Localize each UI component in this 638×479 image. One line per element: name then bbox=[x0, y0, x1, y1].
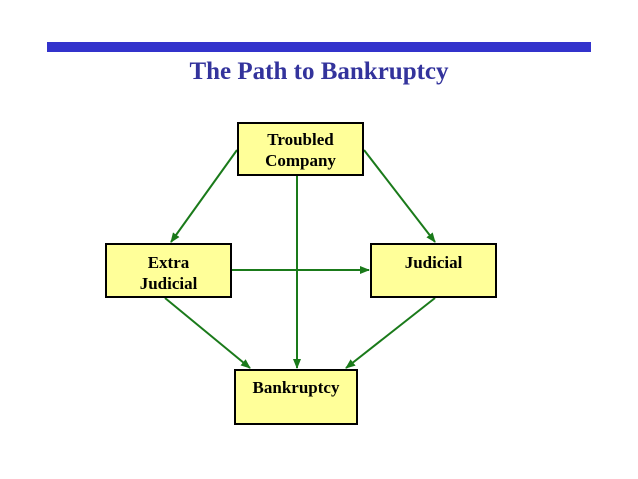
node-troubled-company: Troubled Company bbox=[237, 122, 364, 176]
edge-extra-judicial-to-bankruptcy bbox=[164, 297, 251, 369]
node-extra-judicial: Extra Judicial bbox=[105, 243, 232, 298]
node-judicial: Judicial bbox=[370, 243, 497, 298]
node-bankruptcy: Bankruptcy bbox=[234, 369, 358, 425]
edge-judicial-to-bankruptcy bbox=[345, 297, 436, 369]
node-bankruptcy-label: Bankruptcy bbox=[252, 378, 340, 397]
edge-troubled-to-extra-judicial bbox=[170, 149, 238, 243]
page-title: The Path to Bankruptcy bbox=[189, 58, 449, 85]
node-extra-judicial-label: Extra Judicial bbox=[139, 253, 198, 293]
node-troubled-company-label: Troubled Company bbox=[265, 130, 336, 170]
edge-troubled-to-judicial bbox=[363, 149, 436, 243]
title-bar bbox=[47, 42, 591, 52]
node-judicial-label: Judicial bbox=[404, 253, 463, 272]
